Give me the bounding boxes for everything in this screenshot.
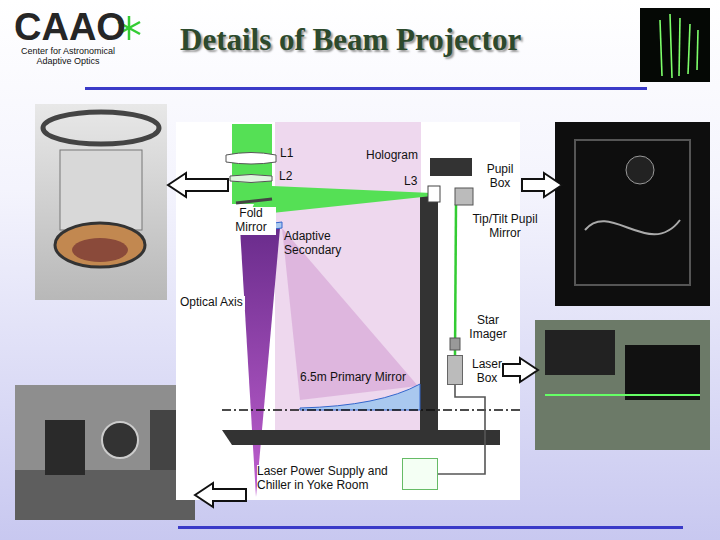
node-label: Laser Power Supply and Chiller in Yoke R… (257, 465, 400, 493)
callout-arrow (195, 483, 246, 507)
cable (438, 385, 485, 474)
part-label: L1 (280, 147, 293, 161)
slide-title: Details of Beam Projector (180, 22, 521, 58)
lens-l2 (230, 175, 272, 183)
reflected-cone (282, 228, 418, 400)
lens-l1 (226, 153, 276, 165)
lens-glass (55, 223, 145, 267)
photo-laser-beams (640, 8, 710, 82)
streak (688, 24, 690, 74)
laser-cone (240, 228, 280, 497)
axis-label: Optical Axis (178, 296, 245, 310)
fold-mirror (236, 199, 272, 203)
top-strut (430, 158, 472, 176)
laser-head (545, 330, 615, 375)
streak (670, 14, 672, 78)
logo-text: CAAO (14, 6, 126, 50)
part-label: Adaptive Secondary (284, 230, 354, 258)
star-imager (450, 338, 460, 350)
pupil-box (455, 188, 473, 205)
box-cable (585, 220, 680, 234)
optical-axis-line (222, 409, 520, 410)
bench-table (15, 470, 195, 520)
box-mirror (626, 156, 654, 184)
part-label: 6.5m Primary Mirror (300, 371, 406, 385)
hologram-plate (428, 186, 440, 202)
streak (660, 20, 662, 76)
part-label: Pupil Box (478, 163, 522, 191)
streak (697, 30, 698, 70)
telescope-base (222, 430, 500, 445)
green-beam-photo (545, 394, 700, 396)
green-beam-uplink (455, 204, 456, 355)
primary-mirror (300, 384, 420, 410)
photo-lens-mount (35, 104, 167, 300)
telescope-region (275, 122, 421, 430)
green-beam-wedge (250, 186, 432, 213)
mount-body (60, 150, 142, 230)
title-rule (85, 87, 647, 90)
node-label: Laser Box (467, 358, 507, 386)
part-label: Hologram (366, 149, 418, 163)
part-label: L3 (404, 175, 417, 189)
laser-unit (625, 345, 700, 400)
laser-box: Laser Box (447, 355, 463, 385)
part-label: Fold Mirror (226, 207, 276, 235)
box-frame (575, 140, 690, 285)
callout-arrow (168, 173, 228, 197)
footer-rule (178, 526, 683, 529)
part-label: Tip/Tilt Pupil Mirror (462, 213, 548, 241)
photo-optics-bench (15, 385, 195, 520)
part-label: L2 (279, 170, 292, 184)
photo-pupil-box (555, 122, 710, 306)
lens-ring (43, 112, 159, 144)
telescope-strut (420, 196, 438, 432)
logo-subtitle: Center for Astronomical Adaptive Optics (12, 46, 124, 67)
streak (679, 18, 680, 76)
bench-lens (102, 422, 138, 458)
part-label: Star Imager (464, 314, 512, 342)
beam-streaks (660, 14, 698, 78)
callout-arrow (503, 358, 538, 382)
photo-laser-bench (535, 320, 710, 450)
lens-core (72, 238, 128, 262)
bench-mount (45, 420, 85, 475)
bench-post (150, 410, 180, 470)
power-supply-box: Laser Power Supply and Chiller in Yoke R… (402, 458, 438, 490)
callout-arrow (522, 173, 562, 197)
